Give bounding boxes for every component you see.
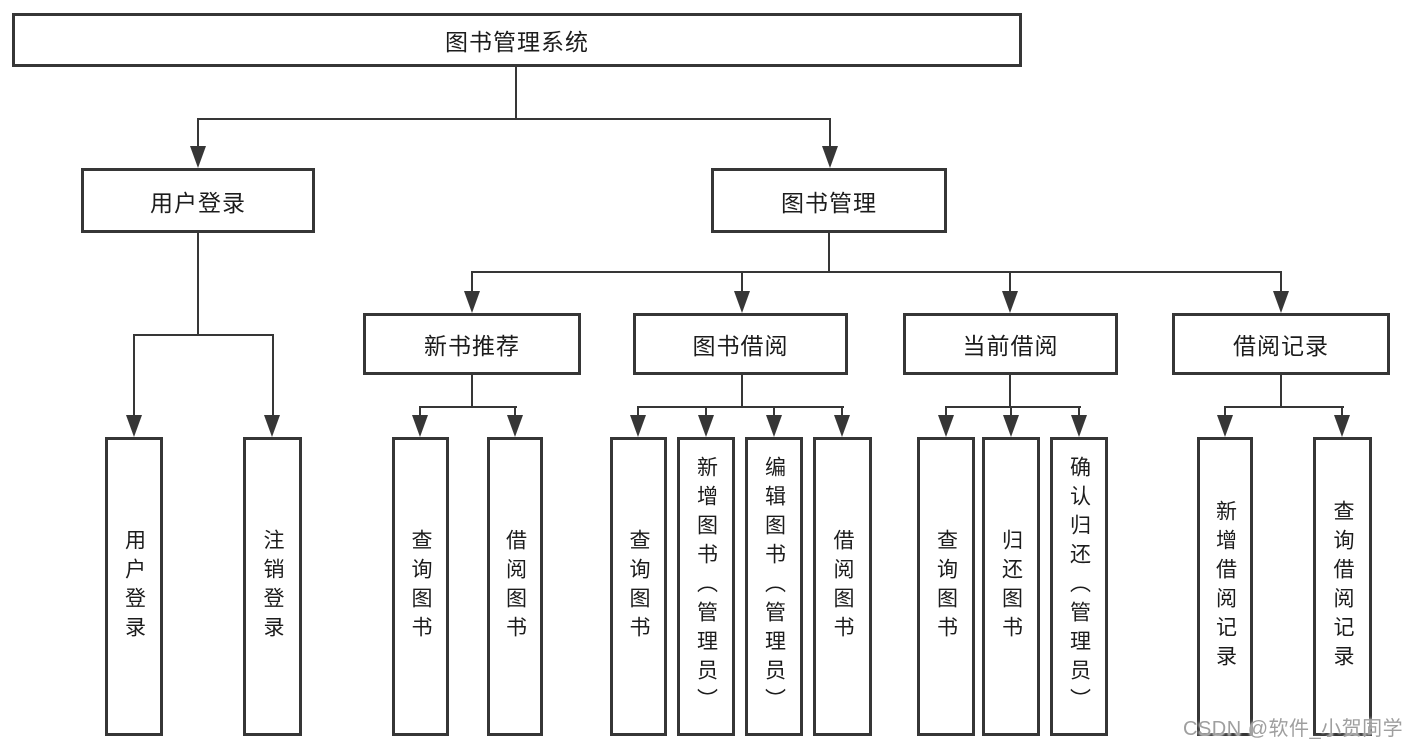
- connector: [272, 334, 274, 417]
- arrowhead: [1003, 415, 1019, 437]
- connector: [133, 334, 135, 417]
- node-root: 图书管理系统: [12, 13, 1022, 67]
- node-new-book-recommend-label: 新书推荐: [424, 333, 520, 359]
- connector: [841, 406, 843, 417]
- connector: [419, 406, 517, 408]
- node-book-management-label: 图书管理: [781, 189, 877, 216]
- node-current-borrow-label: 当前借阅: [962, 333, 1059, 359]
- connector: [515, 67, 517, 119]
- leaf-edit-books-admin: 编辑图书（管理员）: [745, 437, 803, 736]
- arrowhead: [1002, 291, 1018, 313]
- arrowhead: [1071, 415, 1087, 437]
- arrowhead: [1217, 415, 1233, 437]
- leaf-borrow-books-recommend: 借阅图书: [487, 437, 543, 736]
- node-book-borrow-label: 图书借阅: [692, 333, 789, 359]
- node-user-login-label: 用户登录: [150, 189, 246, 216]
- connector: [1009, 374, 1011, 407]
- connector: [197, 118, 199, 148]
- arrowhead: [1334, 415, 1350, 437]
- leaf-query-books-current-label: 查询图书: [934, 528, 958, 645]
- connector: [1078, 406, 1080, 417]
- arrowhead: [190, 146, 206, 168]
- leaf-query-borrow-record-label: 查询借阅记录: [1331, 499, 1354, 674]
- connector: [1009, 271, 1011, 293]
- leaf-logout-label: 注销登录: [261, 528, 284, 645]
- connector: [471, 271, 1282, 273]
- arrowhead: [264, 415, 280, 437]
- leaf-add-books-admin-label: 新增图书（管理员）: [694, 456, 718, 717]
- leaf-confirm-return-admin: 确认归还（管理员）: [1050, 437, 1108, 736]
- leaf-return-books-label: 归还图书: [999, 528, 1023, 645]
- node-new-book-recommend: 新书推荐: [363, 313, 581, 375]
- connector: [945, 406, 1081, 408]
- arrowhead: [412, 415, 428, 437]
- connector: [637, 406, 844, 408]
- connector: [741, 374, 743, 407]
- leaf-borrow-books-label: 借阅图书: [831, 528, 854, 645]
- connector: [197, 232, 199, 335]
- leaf-query-books-recommend: 查询图书: [392, 437, 449, 736]
- leaf-add-borrow-record-label: 新增借阅记录: [1213, 499, 1237, 674]
- arrowhead: [938, 415, 954, 437]
- arrowhead: [507, 415, 523, 437]
- connector: [828, 232, 830, 273]
- leaf-add-borrow-record: 新增借阅记录: [1197, 437, 1253, 736]
- connector: [705, 406, 707, 417]
- connector: [945, 406, 947, 417]
- leaf-return-books: 归还图书: [982, 437, 1040, 736]
- leaf-query-books-recommend-label: 查询图书: [409, 528, 432, 645]
- arrowhead: [734, 291, 750, 313]
- connector: [471, 271, 473, 293]
- leaf-add-books-admin: 新增图书（管理员）: [677, 437, 735, 736]
- node-root-label: 图书管理系统: [445, 29, 589, 55]
- node-current-borrow: 当前借阅: [903, 313, 1118, 375]
- arrowhead: [630, 415, 646, 437]
- leaf-user-login-label: 用户登录: [122, 528, 146, 645]
- arrowhead: [464, 291, 480, 313]
- node-book-borrow: 图书借阅: [633, 313, 848, 375]
- connector: [1224, 406, 1226, 417]
- arrowhead: [766, 415, 782, 437]
- arrowhead: [126, 415, 142, 437]
- connector: [1341, 406, 1343, 417]
- node-book-management: 图书管理: [711, 168, 947, 233]
- connector: [197, 118, 831, 120]
- arrowhead: [834, 415, 850, 437]
- leaf-user-login: 用户登录: [105, 437, 163, 736]
- leaf-query-books-borrow: 查询图书: [610, 437, 667, 736]
- arrowhead: [822, 146, 838, 168]
- connector: [133, 334, 274, 336]
- connector: [829, 118, 831, 148]
- arrowhead: [698, 415, 714, 437]
- watermark: CSDN @软件_小贺同学: [1183, 718, 1404, 740]
- leaf-query-books-borrow-label: 查询图书: [627, 528, 650, 645]
- connector: [637, 406, 639, 417]
- connector: [419, 406, 421, 417]
- connector: [1010, 406, 1012, 417]
- leaf-query-borrow-record: 查询借阅记录: [1313, 437, 1372, 736]
- connector: [471, 374, 473, 407]
- connector: [741, 271, 743, 293]
- connector: [1224, 406, 1344, 408]
- connector: [1280, 374, 1282, 407]
- node-user-login: 用户登录: [81, 168, 315, 233]
- leaf-logout: 注销登录: [243, 437, 302, 736]
- connector: [1280, 271, 1282, 293]
- connector: [773, 406, 775, 417]
- node-borrow-record-label: 借阅记录: [1233, 333, 1329, 359]
- leaf-borrow-books-recommend-label: 借阅图书: [503, 528, 527, 645]
- leaf-confirm-return-admin-label: 确认归还（管理员）: [1067, 456, 1091, 717]
- leaf-borrow-books: 借阅图书: [813, 437, 872, 736]
- arrowhead: [1273, 291, 1289, 313]
- connector: [514, 406, 516, 417]
- leaf-edit-books-admin-label: 编辑图书（管理员）: [762, 456, 786, 717]
- leaf-query-books-current: 查询图书: [917, 437, 975, 736]
- node-borrow-record: 借阅记录: [1172, 313, 1390, 375]
